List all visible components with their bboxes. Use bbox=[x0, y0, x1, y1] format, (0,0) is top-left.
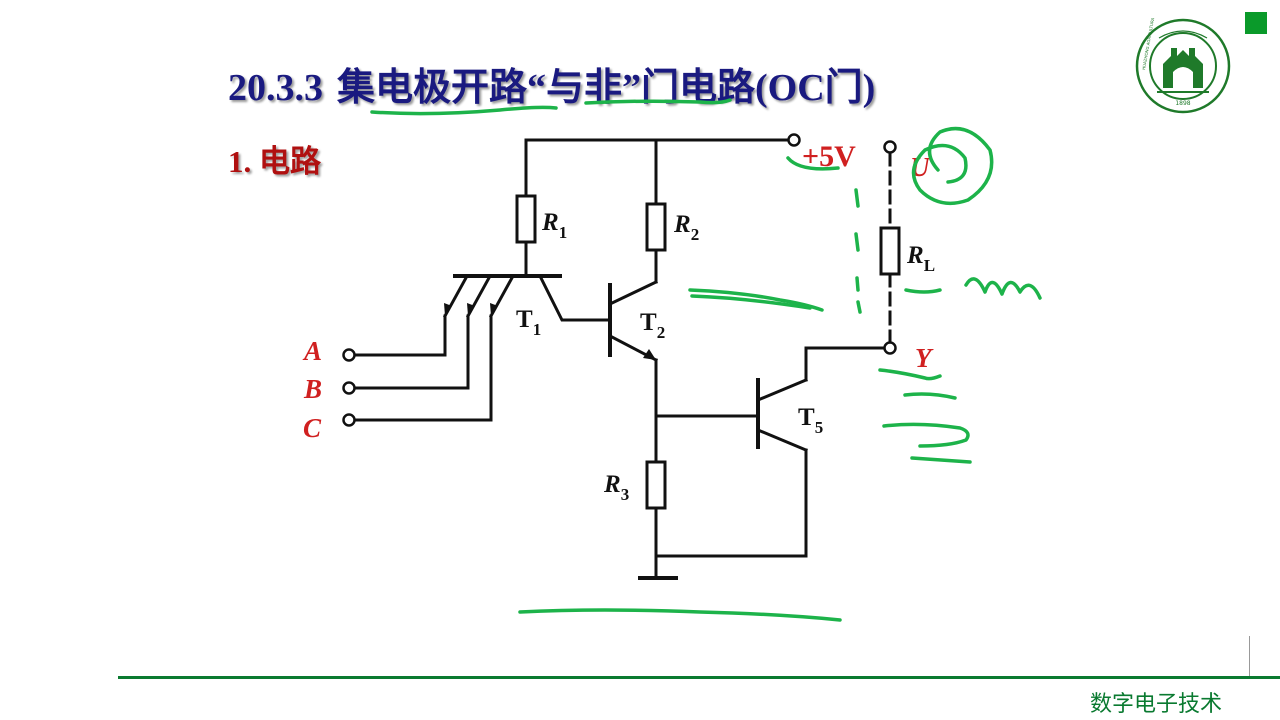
input-a-terminal bbox=[342, 348, 356, 362]
t2-label: T2 bbox=[640, 309, 665, 342]
scribble-t5-1 bbox=[882, 422, 970, 448]
t2-emitter-arrow bbox=[643, 349, 656, 360]
output-wire bbox=[804, 346, 888, 382]
r2-label: R2 bbox=[673, 211, 699, 244]
resistor-r2 bbox=[645, 202, 667, 252]
underline-title-1 bbox=[370, 105, 558, 116]
input-b-terminal bbox=[342, 381, 356, 395]
pen-annotations bbox=[370, 98, 1042, 622]
t1-collector-wire bbox=[537, 273, 612, 322]
underline-title-2 bbox=[584, 98, 732, 105]
title-number: 20.3.3 bbox=[228, 67, 323, 109]
output-label: Y bbox=[915, 343, 934, 373]
scribble-y-1 bbox=[878, 368, 942, 381]
corner-marker bbox=[1245, 12, 1267, 34]
resistor-r3 bbox=[645, 460, 667, 510]
r1-label: R1 bbox=[541, 209, 567, 242]
footer-course-title: 数字电子技术 bbox=[1090, 692, 1223, 717]
resistor-rl bbox=[879, 226, 901, 276]
t5-emitter bbox=[756, 428, 808, 452]
t1-arrow-b bbox=[467, 303, 475, 316]
t5-emitter-return-wire bbox=[654, 448, 808, 558]
circuit-wires bbox=[353, 138, 901, 580]
t1-arrow-c bbox=[490, 303, 498, 316]
t1-label: T1 bbox=[516, 306, 541, 339]
dashed-hint bbox=[854, 188, 862, 314]
scribble-t2-2 bbox=[690, 294, 812, 310]
rl-label: RL bbox=[906, 242, 935, 275]
supply-terminal bbox=[787, 133, 801, 147]
university-seal-icon: 1898 HUAZHONG AGRICULTURAL UNIVERSITY bbox=[1135, 18, 1231, 114]
output-terminal bbox=[883, 341, 897, 355]
u-terminal bbox=[883, 140, 897, 154]
t5-label: T5 bbox=[798, 404, 823, 437]
emitter-arrows bbox=[444, 303, 656, 360]
section-heading: 1. 电路 bbox=[228, 144, 321, 179]
scribble-y-2 bbox=[903, 392, 957, 400]
scribble-rl bbox=[964, 277, 1042, 300]
underline-rl bbox=[904, 288, 942, 294]
input-c-label: C bbox=[303, 413, 322, 443]
underline-supply bbox=[786, 156, 840, 171]
t2-collector bbox=[607, 279, 659, 307]
r3-label: R3 bbox=[603, 471, 629, 504]
footer-divider bbox=[118, 676, 1280, 679]
input-b-label: B bbox=[303, 374, 322, 404]
circle-u bbox=[911, 126, 994, 206]
terminals bbox=[342, 133, 897, 427]
t1-arrow-a bbox=[444, 303, 452, 316]
t5-collector bbox=[756, 378, 808, 402]
logo-year: 1898 bbox=[1175, 100, 1190, 107]
scribble-t5-2 bbox=[910, 456, 972, 464]
resistor-r1 bbox=[515, 194, 537, 244]
underline-bottom bbox=[518, 608, 842, 622]
input-a-label: A bbox=[302, 336, 322, 366]
input-c-terminal bbox=[342, 413, 356, 427]
edge-divider bbox=[1249, 636, 1250, 676]
